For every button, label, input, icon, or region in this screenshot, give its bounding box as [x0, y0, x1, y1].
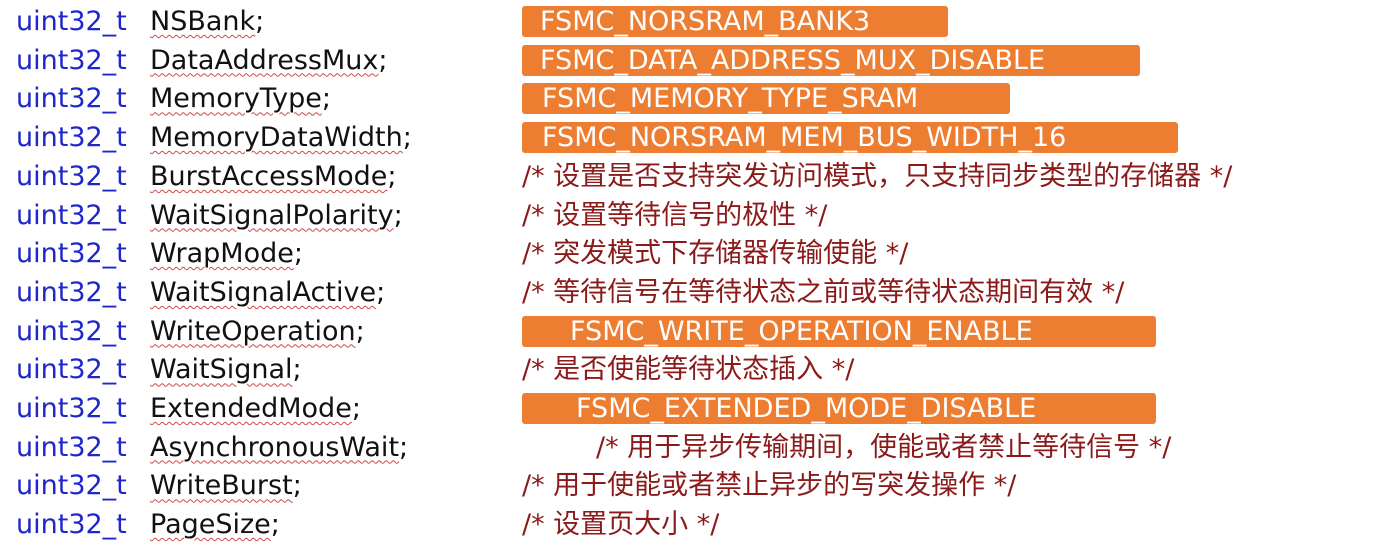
field-comment: /* 突发模式下存储器传输使能 */ [522, 238, 909, 270]
type-keyword: uint32_t [16, 393, 127, 424]
field-name: PageSize [150, 509, 271, 541]
value-badge: FSMC_NORSRAM_MEM_BUS_WIDTH_16 [522, 122, 1178, 154]
field-name: BurstAccessMode [150, 160, 388, 192]
field-comment: /* 是否使能等待状态插入 */ [522, 354, 855, 386]
field-name: AsynchronousWait [150, 431, 400, 463]
field-name: DataAddressMux [150, 44, 379, 76]
type-keyword: uint32_t [16, 354, 127, 386]
type-keyword: uint32_t [16, 6, 127, 37]
type-keyword: uint32_t [16, 44, 127, 76]
field-row-waitsignalactive: uint32_t WaitSignalActive; /* 等待信号在等待状态之… [16, 276, 1125, 308]
field-row-waitsignalpolarity: uint32_t WaitSignalPolarity; /* 设置等待信号的极… [16, 199, 828, 231]
field-name: WaitSignal [150, 354, 293, 386]
type-keyword: uint32_t [16, 83, 127, 115]
field-name: WaitSignalActive [150, 276, 377, 308]
field-row-waitsignal: uint32_t WaitSignal; /* 是否使能等待状态插入 */ [16, 354, 855, 386]
field-comment: /* 用于异步传输期间，使能或者禁止等待信号 */ [596, 431, 1172, 463]
field-name: MemoryDataWidth [150, 122, 403, 154]
type-keyword: uint32_t [16, 122, 127, 154]
value-badge: FSMC_DATA_ADDRESS_MUX_DISABLE [522, 44, 1140, 76]
field-row-memorytype: uint32_t MemoryType; FSMC_MEMORY_TYPE_SR… [0, 80, 1380, 119]
value-badge: FSMC_EXTENDED_MODE_DISABLE [522, 393, 1156, 424]
field-name: WaitSignalPolarity [150, 199, 394, 231]
value-badge: FSMC_WRITE_OPERATION_ENABLE [522, 315, 1156, 347]
type-keyword: uint32_t [16, 276, 127, 308]
field-name: WriteBurst [150, 470, 293, 502]
field-row-memorydatawidth: uint32_t MemoryDataWidth; FSMC_NORSRAM_M… [0, 119, 1380, 158]
field-row-burstaccessmode: uint32_t BurstAccessMode; /* 设置是否支持突发访问模… [16, 160, 1233, 192]
field-comment: /* 设置等待信号的极性 */ [522, 199, 828, 231]
field-row-writeburst: uint32_t WriteBurst; /* 用于使能或者禁止异步的写突发操作… [16, 470, 1017, 502]
field-row-asynchronouswait: uint32_t AsynchronousWait; /* 用于异步传输期间，使… [16, 431, 1172, 463]
field-row-writeoperation: uint32_t WriteOperation; FSMC_WRITE_OPER… [0, 313, 1380, 352]
field-row-nsbank: uint32_t NSBank; FSMC_NORSRAM_BANK3 [0, 3, 1380, 42]
type-keyword: uint32_t [16, 470, 127, 502]
value-badge: FSMC_NORSRAM_BANK3 [522, 6, 948, 37]
type-keyword: uint32_t [16, 431, 127, 463]
field-row-wrapmode: uint32_t WrapMode; /* 突发模式下存储器传输使能 */ [16, 238, 909, 270]
type-keyword: uint32_t [16, 315, 127, 347]
type-keyword: uint32_t [16, 160, 127, 192]
field-row-dataaddressmux: uint32_t DataAddressMux; FSMC_DATA_ADDRE… [0, 42, 1380, 81]
field-name: ExtendedMode [150, 393, 352, 424]
type-keyword: uint32_t [16, 238, 127, 270]
field-comment: /* 等待信号在等待状态之前或等待状态期间有效 */ [522, 276, 1125, 308]
field-name: NSBank [150, 6, 256, 37]
field-row-pagesize: uint32_t PageSize; /* 设置页大小 */ [16, 509, 720, 541]
field-comment: /* 设置页大小 */ [522, 509, 720, 541]
value-badge: FSMC_MEMORY_TYPE_SRAM [522, 83, 1010, 115]
field-name: MemoryType [150, 83, 322, 115]
type-keyword: uint32_t [16, 509, 127, 541]
field-row-extendedmode: uint32_t ExtendedMode; FSMC_EXTENDED_MOD… [0, 390, 1380, 429]
field-comment: /* 用于使能或者禁止异步的写突发操作 */ [522, 470, 1017, 502]
field-name: WriteOperation [150, 315, 356, 347]
field-name: WrapMode [150, 238, 294, 270]
type-keyword: uint32_t [16, 199, 127, 231]
field-comment: /* 设置是否支持突发访问模式，只支持同步类型的存储器 */ [522, 160, 1233, 192]
